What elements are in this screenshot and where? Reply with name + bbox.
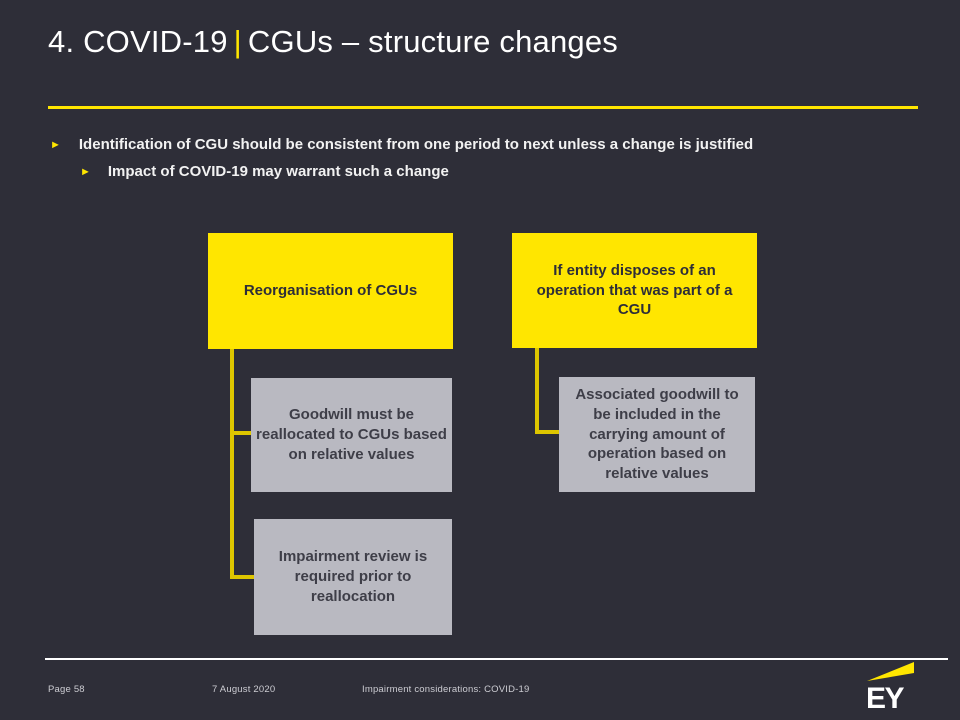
bullet-item-level1: ► Identification of CGU should be consis… <box>50 136 753 155</box>
bullet-arrow-icon: ► <box>50 139 61 151</box>
footer-date: 7 August 2020 <box>212 684 276 695</box>
bullet-text: Identification of CGU should be consiste… <box>78 136 754 153</box>
diagram-box-goodwill-reallocation: Goodwill must be reallocated to CGUs bas… <box>251 378 452 492</box>
title-divider: | <box>233 24 242 59</box>
title-underline-rule <box>48 106 918 109</box>
ey-beam-icon <box>867 662 914 681</box>
diagram-box-label: Impairment review is required prior to r… <box>278 548 428 605</box>
footer-rule <box>45 658 948 660</box>
page-title-prefix: 4. COVID-19 <box>48 24 228 59</box>
footer-doc-title: Impairment considerations: COVID-19 <box>362 684 530 695</box>
connector-left-vertical <box>230 349 234 579</box>
diagram-box-label: Reorganisation of CGUs <box>243 282 418 300</box>
connector-left-elbow <box>234 575 254 579</box>
diagram-box-label: Goodwill must be reallocated to CGUs bas… <box>256 406 447 463</box>
connector-left-stub <box>234 431 251 435</box>
diagram-box-reorganisation: Reorganisation of CGUs <box>208 233 453 349</box>
diagram-box-impairment-review: Impairment review is required prior to r… <box>254 519 452 635</box>
diagram-box-label: If entity disposes of an operation that … <box>536 261 733 319</box>
page-title: 4. COVID-19|CGUs – structure changes <box>48 24 618 60</box>
ey-logo: EY <box>866 660 918 714</box>
ey-logo-letters: EY <box>866 682 905 715</box>
footer-page-number: Page 58 <box>48 684 85 695</box>
connector-right-vertical <box>535 348 539 434</box>
bullet-item-level2: ► Impact of COVID-19 may warrant such a … <box>80 163 449 182</box>
diagram-box-label: Associated goodwill to be included in th… <box>575 386 739 483</box>
bullet-text: Impact of COVID-19 may warrant such a ch… <box>107 163 449 180</box>
page-title-suffix: CGUs – structure changes <box>247 24 618 59</box>
connector-right-stub <box>539 430 559 434</box>
diagram-box-disposal: If entity disposes of an operation that … <box>512 233 757 348</box>
diagram-box-associated-goodwill: Associated goodwill to be included in th… <box>559 377 755 492</box>
bullet-arrow-icon: ► <box>80 166 91 178</box>
